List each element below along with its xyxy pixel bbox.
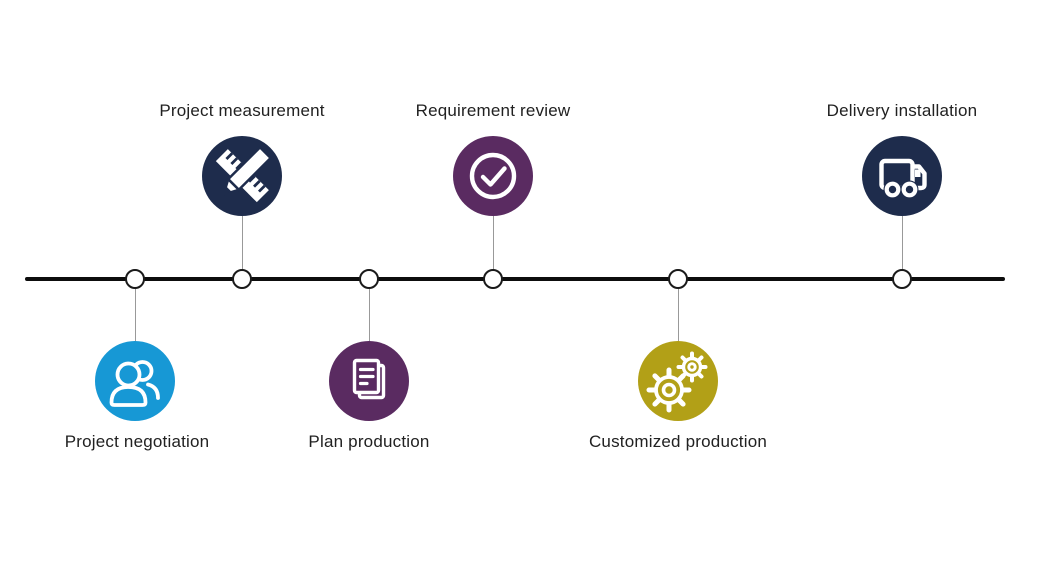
connector-line: [492, 216, 494, 270]
step-label-project-measurement: Project measurement: [159, 101, 325, 120]
step-label-customized-production: Customized production: [588, 432, 768, 451]
documents-icon: [329, 341, 409, 421]
timeline-node: [232, 269, 252, 289]
step-label-project-negotiation: Project negotiation: [64, 432, 210, 451]
check-circle-icon: [453, 136, 533, 216]
people-icon: [95, 341, 175, 421]
truck-icon: [862, 136, 942, 216]
connector-line: [677, 288, 679, 342]
step-label-plan-production: Plan production: [308, 432, 430, 451]
timeline-node: [125, 269, 145, 289]
step-label-requirement-review: Requirement review: [415, 101, 571, 120]
connector-line: [241, 216, 243, 270]
connector-line: [134, 288, 136, 342]
timeline-node: [359, 269, 379, 289]
timeline-node: [668, 269, 688, 289]
gears-icon: [638, 341, 718, 421]
timeline-node: [483, 269, 503, 289]
connector-line: [901, 216, 903, 270]
timeline-line: [25, 277, 1005, 281]
connector-line: [368, 288, 370, 342]
timeline-node: [892, 269, 912, 289]
step-label-delivery-installation: Delivery installation: [826, 101, 978, 120]
ruler-pencil-icon: [202, 136, 282, 216]
